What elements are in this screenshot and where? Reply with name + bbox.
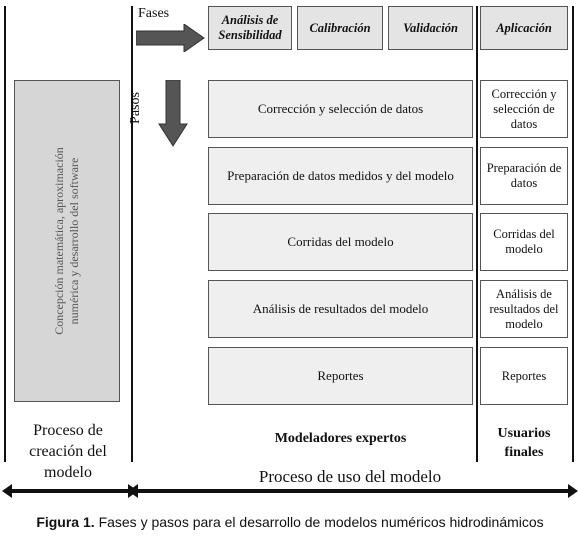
app-box-reports: Reportes [480, 347, 568, 405]
phase-sensitivity-analysis: Análisis de Sensibilidad [208, 6, 292, 50]
caption-label: Figura 1. [36, 514, 95, 530]
step-label: Preparación de datos medidos y del model… [227, 168, 454, 183]
phase-label: Calibración [309, 20, 371, 35]
steps-arrow-icon [158, 80, 188, 147]
step-label: Reportes [317, 368, 364, 383]
divider-creation-use [131, 6, 133, 462]
steps-label: Pasos [127, 92, 143, 124]
use-process-label: Proceso de uso del modelo [258, 467, 442, 486]
caption-text: Fases y pasos para el desarrollo de mode… [98, 514, 544, 530]
app-box-model-runs: Corridas del modelo [480, 213, 568, 271]
phase-calibration: Calibración [297, 6, 383, 50]
concept-text: Concepción matemática, aproximación numé… [52, 126, 82, 356]
step-label: Análisis de resultados del modelo [252, 301, 429, 316]
phase-label: Análisis de Sensibilidad [218, 13, 282, 42]
app-step-label: Corrección y selección de datos [491, 86, 557, 131]
concept-text-line: Concepción matemática, aproximación numé… [52, 147, 81, 335]
divider-right [572, 6, 574, 462]
step-label: Corrección y selección de datos [257, 101, 424, 116]
creation-process-arrow-icon [2, 484, 138, 498]
app-box-data-correction: Corrección y selección de datos [480, 80, 568, 138]
app-step-label: Reportes [501, 368, 547, 383]
app-step-label: Análisis de resultados del modelo [489, 286, 559, 331]
app-step-label: Corridas del modelo [493, 227, 555, 256]
step-box-model-runs: Corridas del modelo [208, 213, 473, 271]
step-box-data-correction: Corrección y selección de datos [208, 80, 473, 138]
phase-label: Aplicación [496, 20, 552, 35]
phase-validation: Validación [388, 6, 473, 50]
expert-modelers-label: Modeladores expertos [274, 431, 407, 446]
phases-arrow-icon [136, 24, 205, 52]
phases-label: Fases [138, 6, 170, 21]
step-box-data-preparation: Preparación de datos medidos y del model… [208, 147, 473, 205]
phase-label: Validación [403, 20, 458, 35]
phase-application: Aplicación [480, 6, 568, 50]
concept-box: Concepción matemática, aproximación numé… [14, 80, 120, 402]
app-box-data-preparation: Preparación de datos [480, 147, 568, 205]
step-label: Corridas del modelo [287, 234, 394, 249]
figure-caption: Figura 1. Fases y pasos para el desarrol… [0, 513, 580, 531]
app-step-label: Preparación de datos [486, 161, 562, 190]
use-process-arrow-icon [128, 484, 578, 498]
divider-experts-users [476, 6, 478, 462]
step-box-reports: Reportes [208, 347, 473, 405]
creation-process-label: Proceso de creación del modelo [29, 422, 107, 481]
step-box-results-analysis: Análisis de resultados del modelo [208, 280, 473, 338]
end-users-label: Usuarios finales [497, 426, 551, 460]
divider-left [4, 6, 6, 462]
app-box-results-analysis: Análisis de resultados del modelo [480, 280, 568, 338]
